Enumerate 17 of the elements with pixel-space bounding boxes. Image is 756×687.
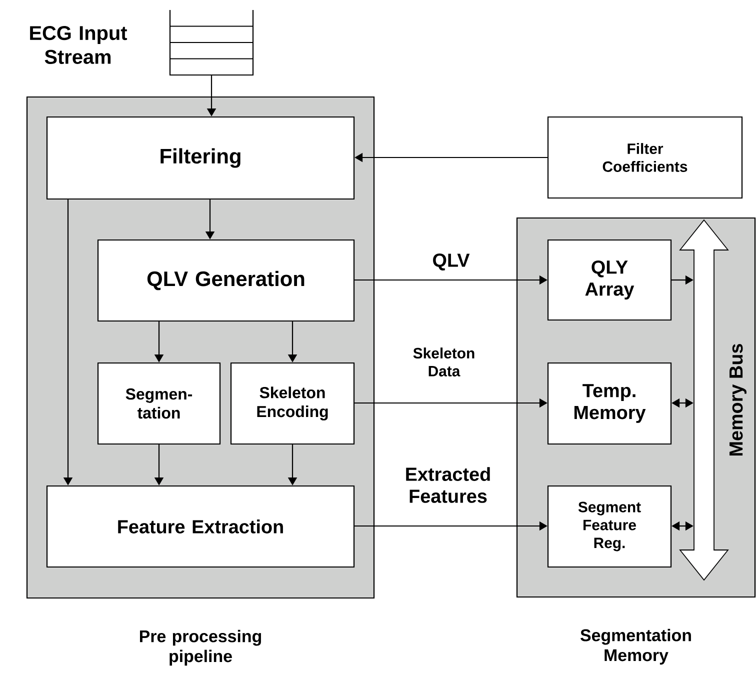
process-box: Temp. Memory: [547, 362, 672, 445]
process-box: Segmen- tation: [97, 362, 221, 445]
process-box: Feature Extraction: [46, 485, 355, 568]
node-label: Memory Bus: [730, 344, 746, 456]
node-label: Pre processing pipeline: [140, 630, 262, 666]
node-label: Segmentation Memory: [580, 628, 691, 665]
process-box: Segment Feature Reg.: [547, 485, 672, 568]
stream-label: ECG Input Stream: [30, 26, 128, 64]
queue-drawing: [169, 10, 254, 76]
edge-label: Skeleton Data: [408, 346, 480, 378]
process-box: QLV Generation: [97, 239, 355, 322]
process-box: Filter Coefficients: [547, 116, 743, 199]
process-box: Filtering: [46, 116, 355, 200]
edge-label: Extracted Features: [392, 466, 504, 504]
edge-label: QLV: [431, 252, 471, 272]
process-box: QLY Array: [547, 239, 672, 321]
process-box: Skeleton Encoding: [230, 362, 355, 445]
